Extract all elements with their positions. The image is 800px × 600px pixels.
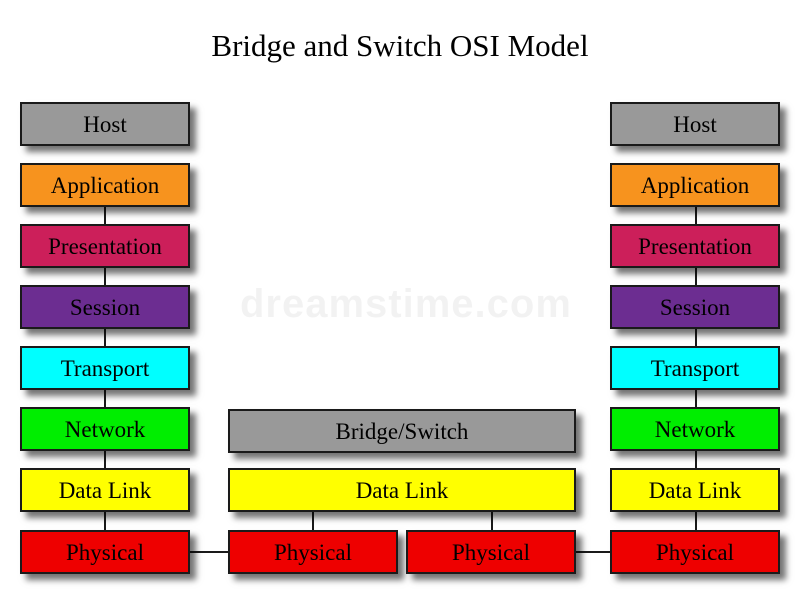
right-presentation-label: Presentation [638, 233, 752, 259]
left-application-label: Application [50, 172, 160, 198]
left-application-layer: Application [20, 163, 190, 207]
bridge-link-right [491, 512, 493, 534]
left-presentation-label: Presentation [48, 233, 162, 259]
left-session-label: Session [69, 294, 141, 320]
bridge-switch-label: Bridge/Switch [335, 418, 469, 444]
right-host-label: Host [673, 111, 717, 137]
right-presentation-layer: Presentation [610, 224, 780, 268]
bridge-link-left [312, 512, 314, 534]
right-application-layer: Application [610, 163, 780, 207]
right-physical-label: Physical [656, 539, 734, 565]
left-physical-layer: Physical [20, 530, 190, 574]
bridge-physical-right: Physical [406, 530, 576, 574]
right-session-layer: Session [610, 285, 780, 329]
right-data-link-label: Data Link [648, 477, 742, 503]
left-transport-label: Transport [60, 355, 150, 381]
left-network-label: Network [64, 416, 146, 442]
right-data-link-layer: Data Link [610, 468, 780, 512]
left-physical-cable [190, 551, 230, 553]
right-network-layer: Network [610, 407, 780, 451]
diagram-title: Bridge and Switch OSI Model [211, 28, 589, 63]
left-transport-layer: Transport [20, 346, 190, 390]
right-host-layer: Host [610, 102, 780, 146]
bridge-physical-right-label: Physical [452, 539, 530, 565]
right-network-label: Network [654, 416, 736, 442]
left-physical-label: Physical [66, 539, 144, 565]
right-physical-layer: Physical [610, 530, 780, 574]
right-physical-cable [574, 551, 614, 553]
bridge-data-link-label: Data Link [355, 477, 449, 503]
right-transport-label: Transport [650, 355, 740, 381]
left-data-link-label: Data Link [58, 477, 152, 503]
left-session-layer: Session [20, 285, 190, 329]
bridge-physical-left: Physical [228, 530, 398, 574]
left-host-label: Host [83, 111, 127, 137]
left-network-layer: Network [20, 407, 190, 451]
left-data-link-layer: Data Link [20, 468, 190, 512]
watermark: dreamstime.com [240, 282, 572, 326]
right-transport-layer: Transport [610, 346, 780, 390]
bridge-physical-left-label: Physical [274, 539, 352, 565]
right-session-label: Session [659, 294, 731, 320]
bridge-switch-device: Bridge/Switch [228, 409, 576, 453]
left-host-layer: Host [20, 102, 190, 146]
bridge-data-link-layer: Data Link [228, 468, 576, 512]
right-application-label: Application [640, 172, 750, 198]
left-presentation-layer: Presentation [20, 224, 190, 268]
